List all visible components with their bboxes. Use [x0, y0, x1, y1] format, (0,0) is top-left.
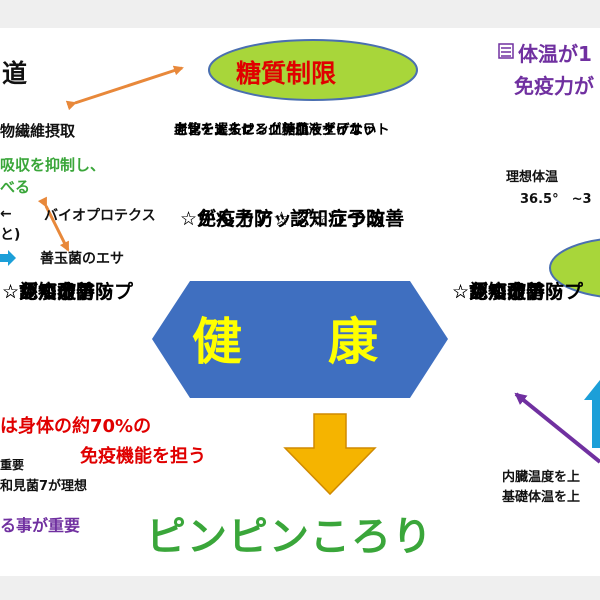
mind-map-board: 道 糖質制限 物繊維摂取 吸収を抑制し、 べる ← と) バイオプロテクス 善玉… [0, 28, 600, 576]
left-food-text: 善玉菌のエサ [40, 251, 124, 267]
cyan-arrow-left [0, 250, 16, 266]
orange-arrow-top [65, 65, 184, 111]
center-benefit-line: 老化を遅らせる 美肌 ダイエット [174, 122, 390, 138]
left-red-text-1: は身体の約70%の [0, 416, 152, 437]
diagram-shapes [0, 39, 600, 496]
right-bottom-text-2: 基礎体温を上 [502, 490, 581, 505]
left-star-item: ☆うつ改善 [2, 281, 96, 303]
left-star-item: ☆がん予防 [2, 281, 96, 303]
right-ideal-label: 理想体温 [506, 170, 559, 185]
left-green-text-1: 吸収を抑制し、 [0, 156, 106, 174]
left-star-item: ☆認知症予防 [2, 281, 115, 303]
purple-arrow-right [514, 392, 600, 464]
right-star-item: ☆うつ改善 [452, 281, 546, 303]
right-purple-text-1: 体温が1 [518, 42, 592, 66]
green-ellipse-top [208, 39, 418, 101]
center-benefit-line: アンチエイジング 血液サラサラ [174, 122, 376, 138]
center-benefit-line: 血管を丈夫に 血糖値を上げない [174, 122, 377, 138]
orange-arrow-left [37, 196, 70, 252]
left-purple-bottom-text: る事が重要 [0, 516, 81, 535]
top-left-heading: 道 [2, 59, 28, 88]
right-star-item: ☆がん予防 [452, 281, 546, 303]
green-ellipse-right [549, 238, 600, 298]
pinpin-korori-text: ピンピンころり [146, 514, 433, 560]
left-small-text-2: 和見菌7が理想 [0, 479, 88, 494]
right-purple-text-2: 免疫力が [514, 74, 594, 98]
left-bio-text: バイオプロテクス [44, 208, 156, 224]
left-green-text-2: べる [0, 178, 31, 196]
down-arrow [283, 413, 377, 496]
left-arrow-char: ← [0, 206, 12, 222]
left-fiber-text: 物繊維摂取 [0, 122, 76, 140]
health-hexagon [152, 281, 448, 398]
right-star-item: ☆認知症予防 [452, 281, 565, 303]
center-star-item: ☆がん予防☆認知症予防 [180, 208, 386, 230]
center-top-label: 糖質制限 [236, 59, 337, 88]
health-label: 健 康 [192, 313, 396, 371]
thermometer-icon [498, 43, 514, 59]
center-star-item: ☆免疫力アップ☆うつ改善 [180, 208, 405, 230]
right-star-item: ☆免疫力アップ [452, 281, 584, 303]
right-bottom-text-1: 内臓温度を上 [502, 470, 581, 485]
left-star-item: ☆免疫力アップ [2, 281, 134, 303]
left-paren-text: と) [0, 227, 21, 243]
left-small-text-1: 重要 [0, 458, 25, 472]
right-ideal-value: 36.5° ~3 [520, 192, 592, 207]
cyan-up-arrow-right [584, 380, 600, 448]
left-red-text-2: 免疫機能を担う [80, 446, 206, 467]
